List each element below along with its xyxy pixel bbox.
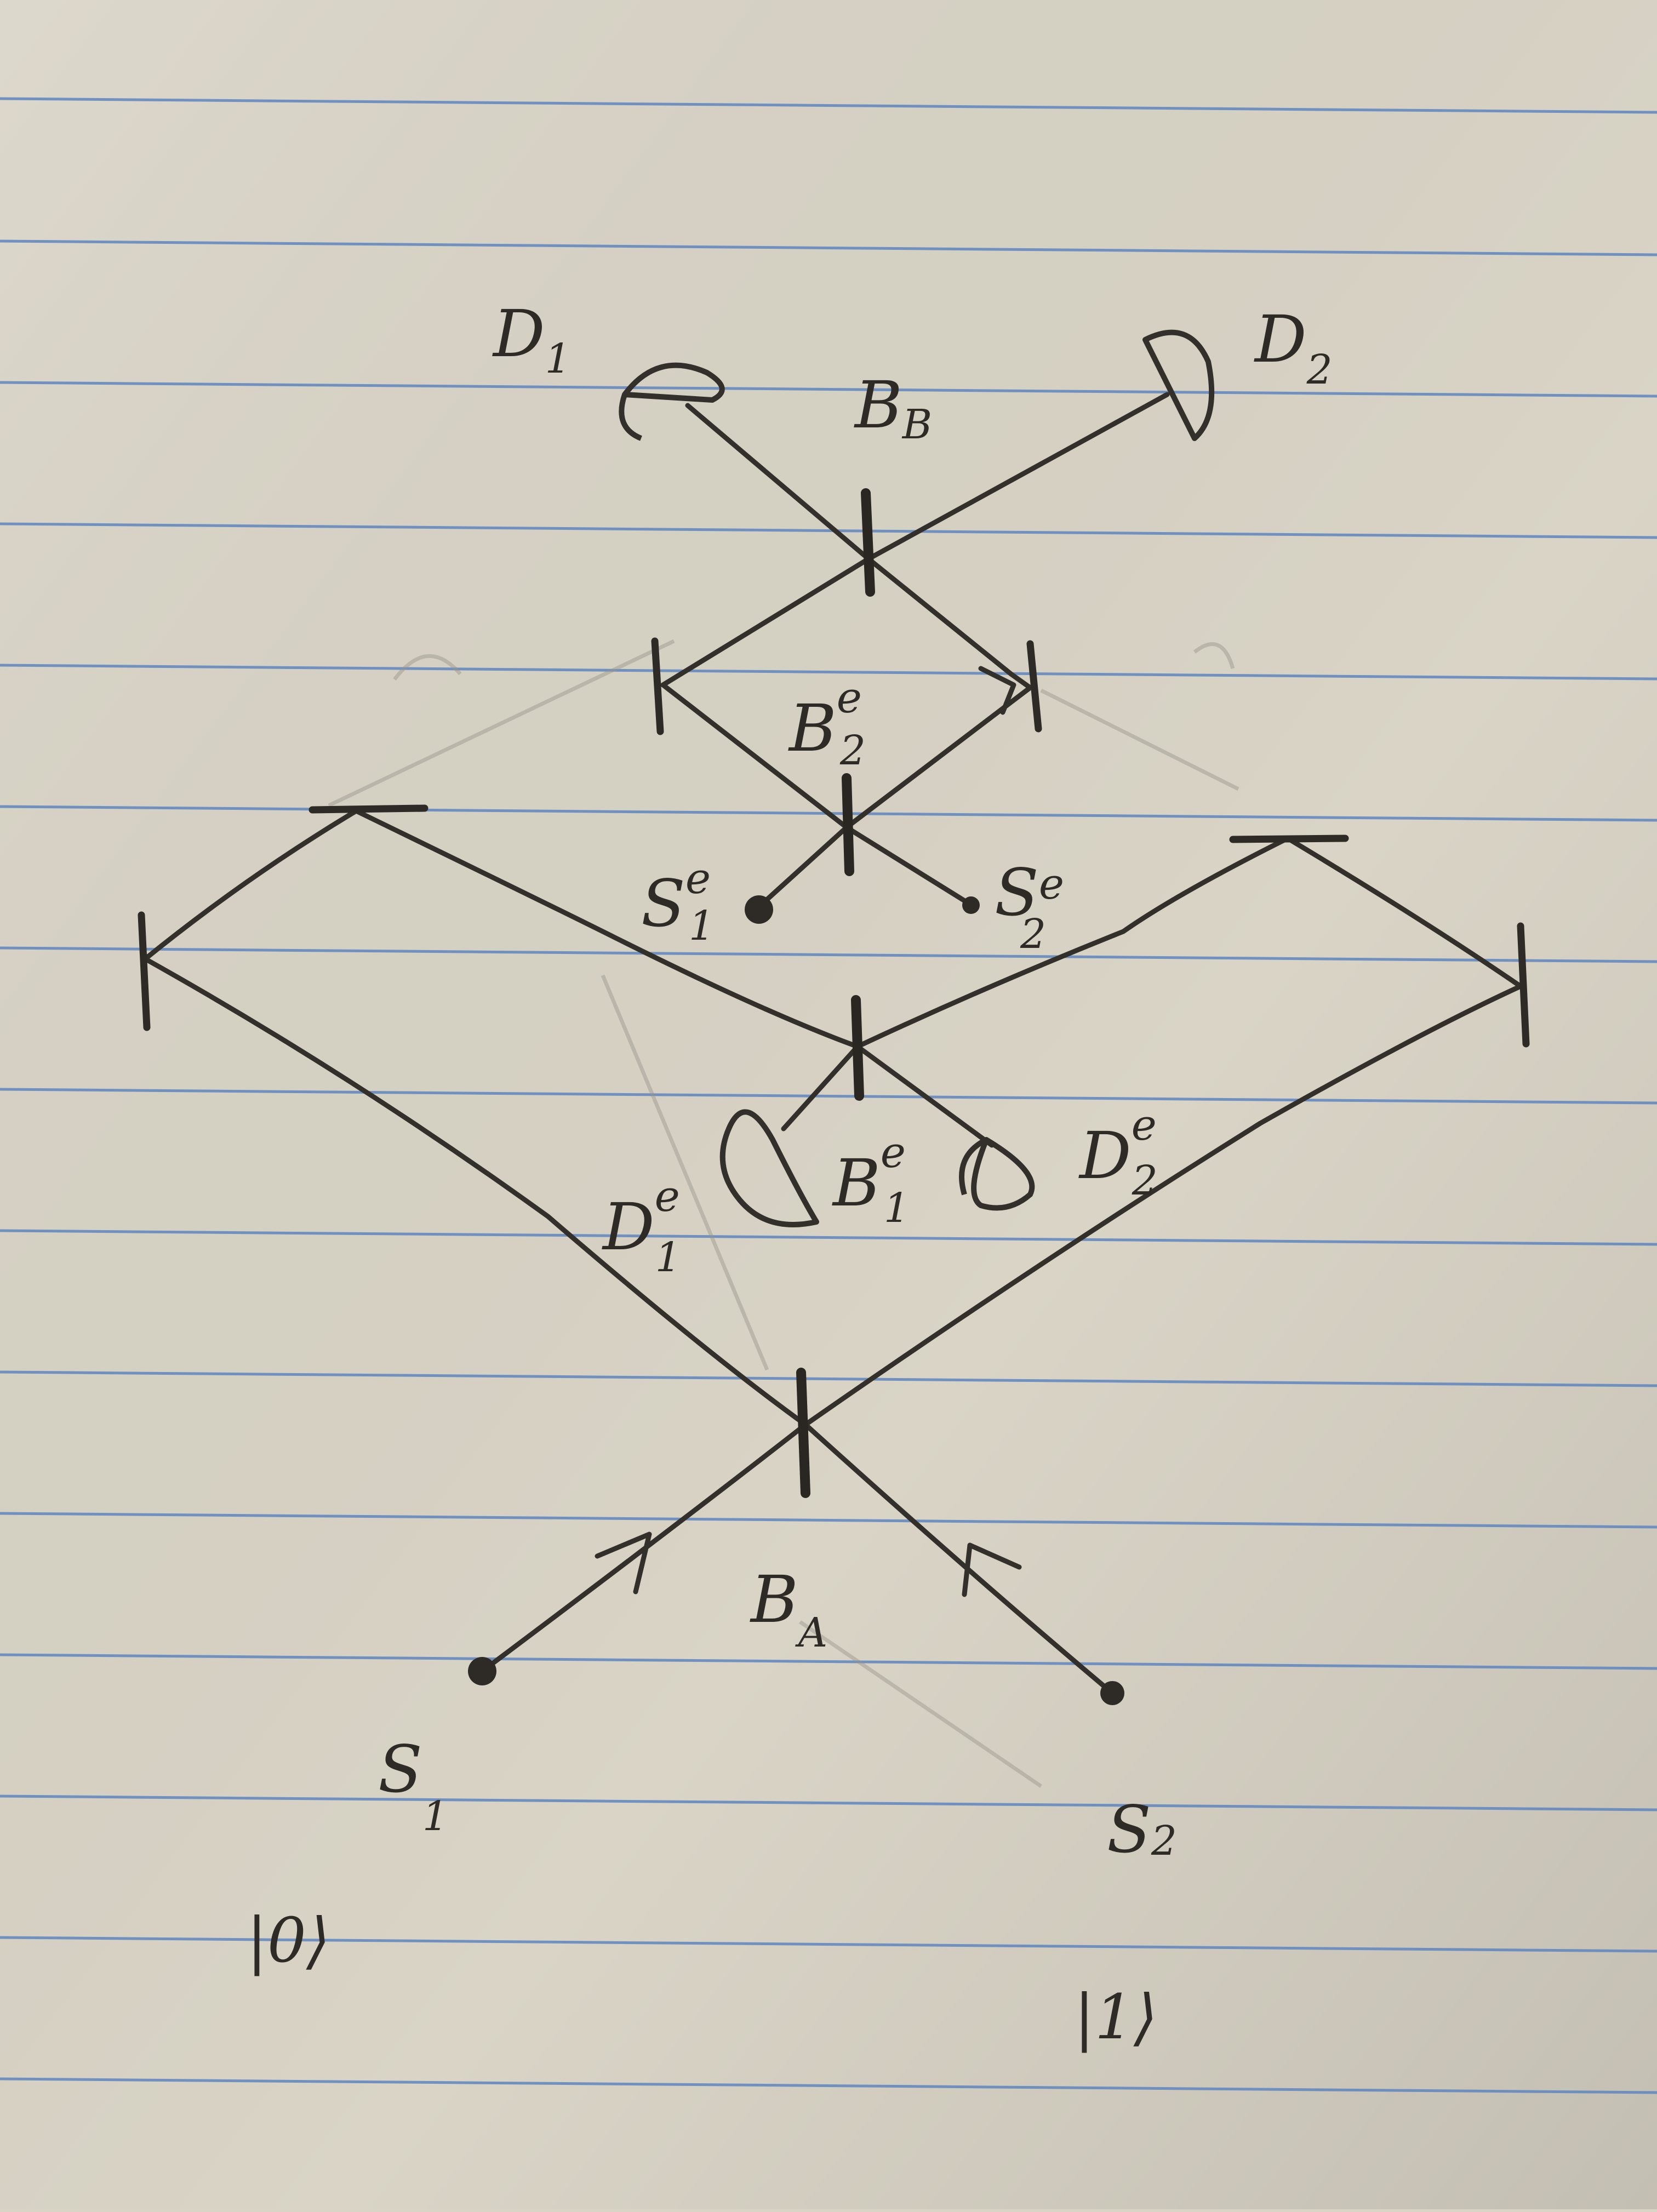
detector-de1 [719, 1109, 819, 1227]
arrow-s2-beam [962, 1542, 1022, 1597]
label-ket-1: |1⟩ [1074, 1982, 1158, 2053]
beam-se1-to-be2 [756, 825, 849, 910]
ruled-lines [0, 97, 1657, 2094]
label-d2: D2 [1254, 301, 1333, 393]
mirror-inner-left [651, 637, 664, 735]
label-s2: S2 [1107, 1792, 1177, 1867]
detector-d1 [619, 362, 725, 441]
erased-marks [328, 639, 1239, 1788]
label-bb: BB [854, 367, 932, 448]
beam-ba-to-right-mirror [803, 984, 1523, 1427]
beam-be1-to-de2 [855, 1044, 995, 1148]
detector-d2 [1142, 329, 1215, 441]
beam-splitter-ba [796, 1368, 810, 1498]
mirror-top-right [1229, 834, 1349, 843]
beam-right-to-top-right-mirror [1285, 836, 1523, 989]
beam-splitter-be2 [842, 773, 854, 876]
beam-be2-to-inner-right-mirror [844, 685, 1033, 830]
mirror-outer-right [1517, 922, 1530, 1048]
source-se2-dot [962, 896, 980, 914]
beam-bb-to-d1 [685, 403, 871, 562]
beam-be2-to-inner-left-mirror [660, 682, 849, 830]
beam-splitter-be1 [851, 995, 864, 1101]
beam-bb-to-d2 [866, 392, 1170, 562]
mirror-inner-right [1026, 640, 1042, 733]
source-se1-dot [745, 895, 773, 924]
detector-de2 [959, 1137, 1035, 1211]
arrow-inner-right-beam [978, 666, 1016, 715]
beam-top-right-to-be1 [855, 836, 1290, 1049]
arrow-s1-beam [595, 1531, 652, 1594]
beam-inner-left-to-bb [660, 556, 871, 688]
beam-be1-to-de1 [781, 1044, 860, 1131]
label-ba: BA [750, 1562, 827, 1656]
label-s1: S1 [378, 1731, 448, 1840]
beam-ba-to-left-mirror [142, 956, 808, 1427]
beam-se2-to-be2 [844, 825, 973, 907]
beam-top-left-to-be1 [353, 808, 860, 1049]
mirror-outer-left [138, 911, 151, 1031]
source-s1-dot [468, 1657, 496, 1685]
source-s2-dot [1100, 1681, 1124, 1705]
beam-inner-right-to-bb [866, 556, 1033, 690]
mirror-top-left [308, 804, 428, 814]
label-ket-0: |0⟩ [247, 1905, 330, 1976]
beam-splitter-bb [861, 488, 875, 597]
beam-s1-to-ba [479, 1422, 808, 1674]
label-d1: D1 [492, 296, 571, 382]
beam-left-to-top-left-mirror [142, 808, 359, 962]
